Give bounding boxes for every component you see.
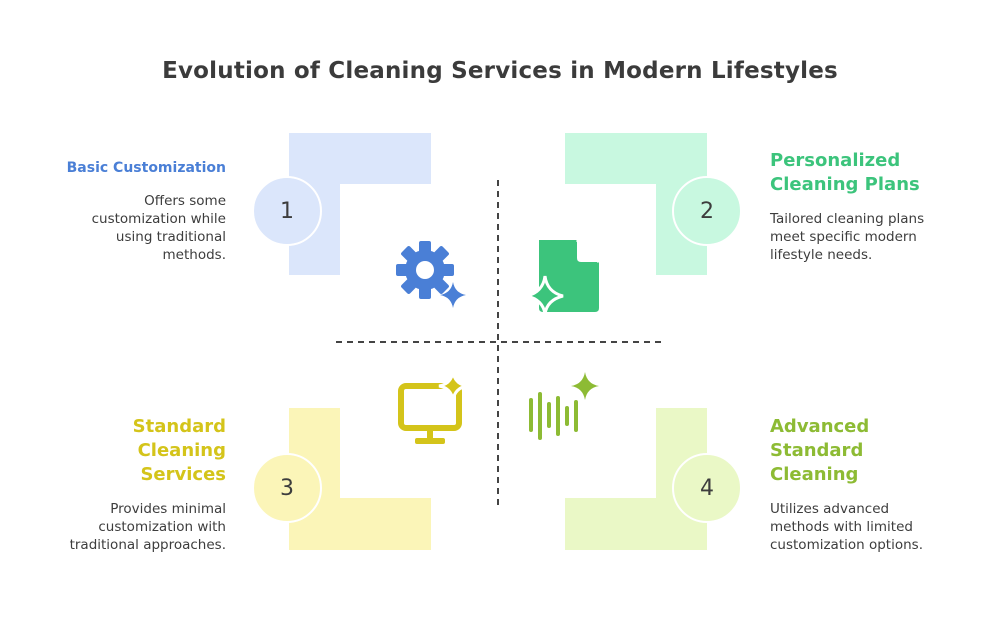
- document-sparkle-icon: [526, 238, 601, 315]
- quadrant-3-heading: Standard Cleaning Services: [132, 416, 226, 485]
- quadrant-3-description: Provides minimal customization with trad…: [69, 501, 226, 553]
- monitor-sparkle-icon: [398, 371, 468, 444]
- soundwave-sparkle-icon: [529, 372, 599, 440]
- step-number-3: 3: [252, 453, 322, 523]
- quadrant-2-shape: [565, 133, 707, 275]
- quadrant-4-shape: [565, 408, 707, 550]
- quadrant-2-heading: Personalized Cleaning Plans: [770, 150, 920, 195]
- gear-sparkle-icon: [396, 241, 466, 308]
- step-number-1: 1: [252, 176, 322, 246]
- quadrant-2-description: Tailored cleaning plans meet specific mo…: [770, 211, 925, 263]
- quadrant-1-description: Offers some customization while using tr…: [91, 193, 226, 263]
- page-title: Evolution of Cleaning Services in Modern…: [162, 58, 838, 84]
- step-number-4: 4: [672, 453, 742, 523]
- step-number-2: 2: [672, 176, 742, 246]
- quadrant-4-description: Utilizes advanced methods with limited c…: [770, 501, 923, 553]
- quadrant-3-shape: [289, 408, 431, 550]
- quadrant-1-heading: Basic Customization: [66, 160, 226, 176]
- quadrant-1-shape: [289, 133, 431, 275]
- quadrant-4-heading: Advanced Standard Cleaning: [770, 416, 870, 485]
